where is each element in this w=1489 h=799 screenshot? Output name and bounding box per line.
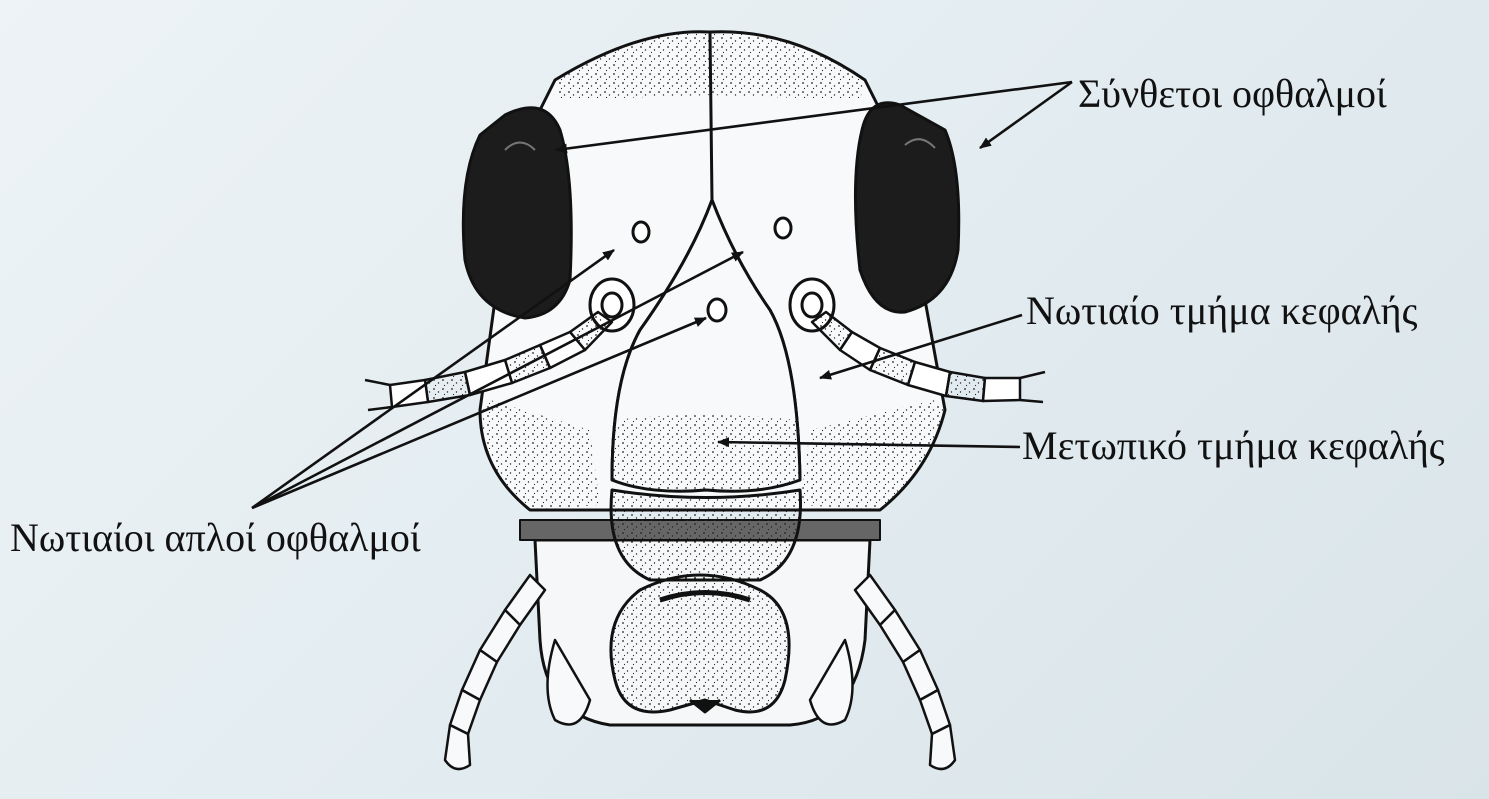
- left-lateral-ocellus: [633, 222, 649, 242]
- left-compound-eye: [463, 108, 571, 318]
- right-lateral-ocellus: [775, 218, 791, 238]
- left-palp: [445, 575, 545, 769]
- label-vertex: Νωτιαίο τμήμα κεφαλής: [1026, 291, 1417, 331]
- median-ocellus: [708, 299, 726, 321]
- right-compound-eye: [855, 103, 958, 312]
- right-palp: [855, 575, 955, 769]
- clypeus: [611, 490, 800, 580]
- labrum: [611, 575, 789, 712]
- label-compound-eyes: Σύνθετοι οφθαλμοί: [1078, 74, 1387, 114]
- label-frons: Μετωπικό τμήμα κεφαλής: [1022, 426, 1445, 466]
- label-ocelli: Νωτιαίοι απλοί οφθαλμοί: [10, 518, 421, 558]
